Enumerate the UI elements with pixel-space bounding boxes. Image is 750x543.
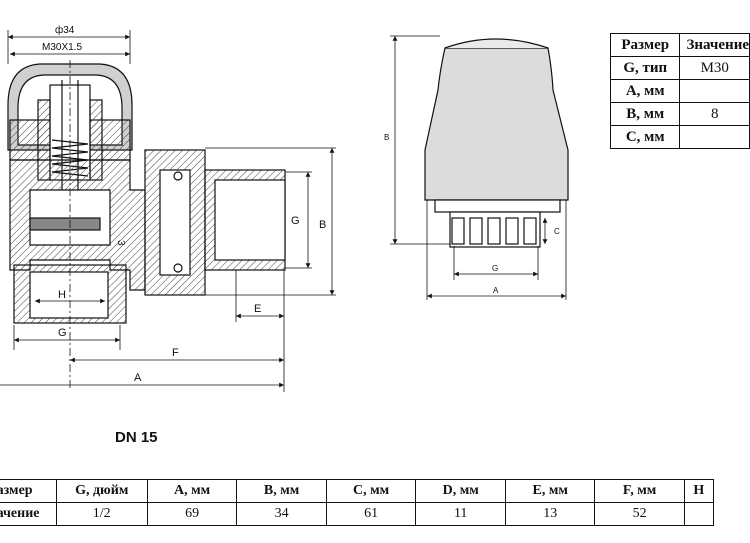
head-dim-a: A <box>493 286 499 295</box>
head-dim-g: G <box>492 264 498 273</box>
table-header-cell: В, мм <box>236 479 327 503</box>
dim-label-g2: G <box>291 215 300 227</box>
table-row: Значение 1/2 69 34 61 11 13 52 <box>0 502 715 526</box>
table-header-cell: F, мм <box>594 479 685 503</box>
table-cell: М30 <box>679 56 750 80</box>
dim-label-h: H <box>58 289 66 301</box>
dim-label-d: 3 <box>115 240 126 246</box>
table-header-cell: С, мм <box>325 479 417 503</box>
table-header-cell: А, мм <box>146 479 238 503</box>
table-cell: 34 <box>236 502 327 526</box>
table-cell: В, мм <box>609 102 681 126</box>
dim-label-a: A <box>134 372 142 384</box>
dim-label-f: F <box>172 347 179 359</box>
table-header-cell: Размер <box>0 479 57 503</box>
dim-label-g: G <box>58 327 67 339</box>
thermo-head <box>424 38 569 248</box>
valve-section <box>7 63 286 324</box>
table-header-cell: E, мм <box>504 479 596 503</box>
dim-phi34: ф34 <box>55 24 75 36</box>
table-cell <box>679 79 750 103</box>
table-cell: 13 <box>504 502 596 526</box>
table-row: Размер G, дюйм А, мм В, мм С, мм D, мм E… <box>0 479 715 503</box>
table-header-cell: Размер <box>609 33 681 57</box>
head-size-table: Размер Значение G, тип М30 А, мм В, мм 8… <box>609 33 750 149</box>
table-cell <box>679 125 750 149</box>
table-row: Размер Значение <box>609 33 750 57</box>
table-header-cell: Значение <box>679 33 750 57</box>
table-cell: 69 <box>146 502 238 526</box>
table-header-cell: D, мм <box>415 479 506 503</box>
dim-label-e: E <box>254 303 261 315</box>
table-header-cell: G, дюйм <box>55 479 148 503</box>
head-dim-c: C <box>554 227 560 236</box>
table-row: А, мм <box>609 79 750 103</box>
table-cell: 61 <box>325 502 417 526</box>
table-cell: С, мм <box>609 125 681 149</box>
table-cell: 52 <box>594 502 685 526</box>
dimensions-table: Размер G, дюйм А, мм В, мм С, мм D, мм E… <box>0 479 715 526</box>
table-cell: А, мм <box>609 79 681 103</box>
head-dim-b: B <box>384 133 389 142</box>
table-header-cell: H <box>683 479 715 503</box>
table-cell: 8 <box>679 102 750 126</box>
table-cell: 11 <box>415 502 506 526</box>
table-cell: G, тип <box>609 56 681 80</box>
model-label: DN 15 <box>115 429 158 446</box>
dim-m30: М30Х1.5 <box>42 42 82 53</box>
dim-label-b: B <box>319 219 326 231</box>
table-row: С, мм <box>609 125 750 149</box>
table-cell: 1/2 <box>55 502 148 526</box>
table-cell <box>683 502 715 526</box>
table-cell: Значение <box>0 502 57 526</box>
table-row: В, мм 8 <box>609 102 750 126</box>
table-row: G, тип М30 <box>609 56 750 80</box>
